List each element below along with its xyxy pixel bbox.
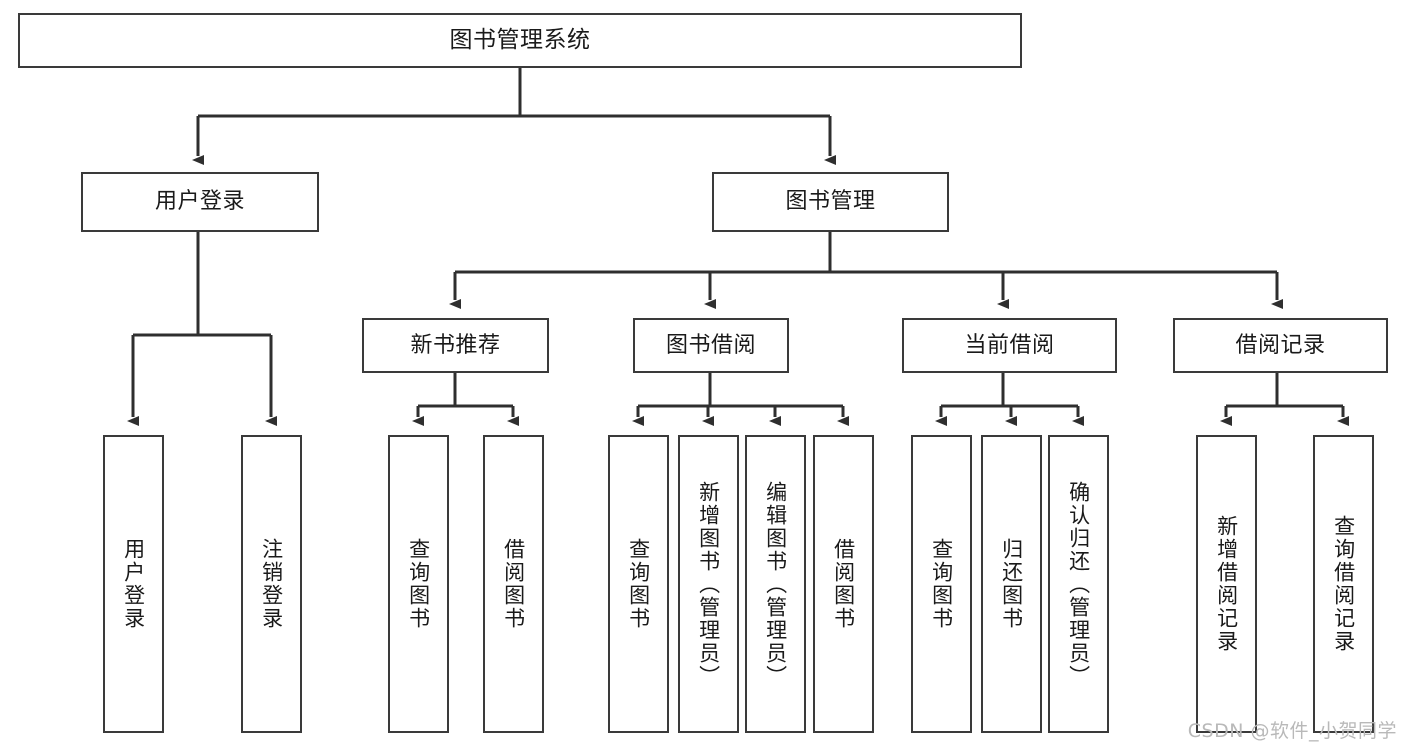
node-label: 新书推荐 <box>410 332 501 358</box>
watermark: CSDN @软件_小贺同学 <box>1187 720 1397 742</box>
leaf-add-book-admin[interactable]: 新增图书（管理员） <box>678 435 739 733</box>
node-label: 确认归还（管理员） <box>1066 480 1091 688</box>
node-book-borrowing[interactable]: 图书借阅 <box>633 318 789 373</box>
node-borrowing-record[interactable]: 借阅记录 <box>1173 318 1388 373</box>
node-label: 新增图书（管理员） <box>696 480 721 688</box>
leaf-query-borrowing-record[interactable]: 查询借阅记录 <box>1313 435 1374 733</box>
node-label: 查询借阅记录 <box>1331 515 1356 653</box>
leaf-query-book-current[interactable]: 查询图书 <box>911 435 972 733</box>
node-user-login[interactable]: 用户登录 <box>81 172 319 232</box>
node-label: 借阅图书 <box>501 538 526 630</box>
node-current-borrowing[interactable]: 当前借阅 <box>902 318 1117 373</box>
node-label: 归还图书 <box>999 538 1024 630</box>
node-label: 用户登录 <box>121 538 146 630</box>
leaf-confirm-return-admin[interactable]: 确认归还（管理员） <box>1048 435 1109 733</box>
node-root-book-management-system[interactable]: 图书管理系统 <box>18 13 1022 68</box>
leaf-borrow-book[interactable]: 借阅图书 <box>813 435 874 733</box>
node-label: 查询图书 <box>626 538 651 630</box>
leaf-user-login[interactable]: 用户登录 <box>103 435 164 733</box>
node-label: 注销登录 <box>259 538 284 630</box>
leaf-add-borrowing-record[interactable]: 新增借阅记录 <box>1196 435 1257 733</box>
node-new-book-recommendation[interactable]: 新书推荐 <box>362 318 549 373</box>
leaf-borrow-book-recommendation[interactable]: 借阅图书 <box>483 435 544 733</box>
node-book-management[interactable]: 图书管理 <box>712 172 949 232</box>
node-label: 图书借阅 <box>665 332 756 358</box>
node-label: 借阅图书 <box>831 538 856 630</box>
node-label: 当前借阅 <box>964 332 1055 358</box>
node-label: 用户登录 <box>154 189 245 215</box>
leaf-query-book-recommendation[interactable]: 查询图书 <box>388 435 449 733</box>
leaf-edit-book-admin[interactable]: 编辑图书（管理员） <box>745 435 806 733</box>
node-label: 图书管理 <box>785 189 876 215</box>
node-label: 查询图书 <box>929 538 954 630</box>
node-label: 图书管理系统 <box>449 27 591 54</box>
node-label: 查询图书 <box>406 538 431 630</box>
leaf-query-book-borrow[interactable]: 查询图书 <box>608 435 669 733</box>
node-label: 新增借阅记录 <box>1214 515 1239 653</box>
leaf-return-book[interactable]: 归还图书 <box>981 435 1042 733</box>
node-label: 借阅记录 <box>1235 332 1326 358</box>
node-label: 编辑图书（管理员） <box>763 480 788 688</box>
leaf-logout[interactable]: 注销登录 <box>241 435 302 733</box>
